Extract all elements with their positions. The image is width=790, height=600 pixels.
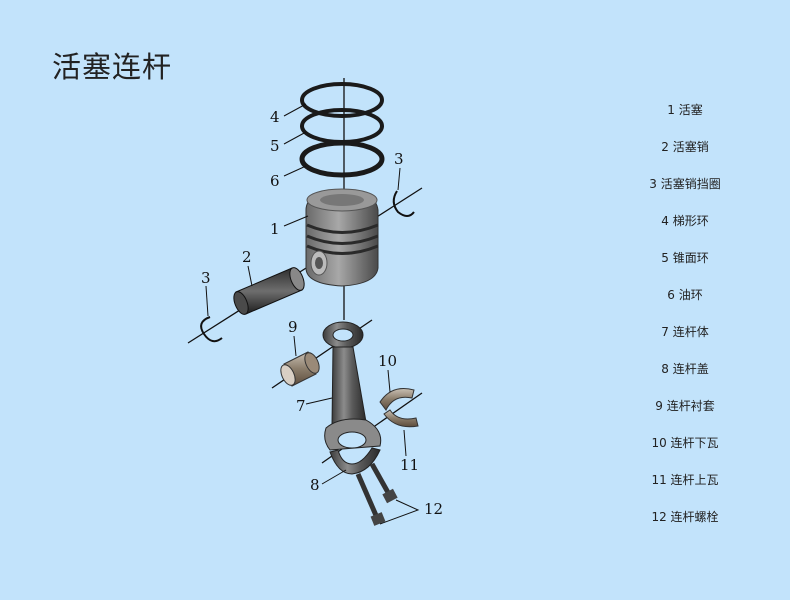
legend-item-oil-ring: 6 油环 [667, 288, 703, 302]
leader-2 [247, 265, 253, 287]
leader-8 [321, 469, 347, 485]
legend-item-rod-body: 7 连杆体 [661, 325, 709, 339]
callout-7: 7 [296, 397, 306, 415]
page-title: 活塞连杆 [52, 50, 173, 84]
leader-7 [305, 397, 333, 405]
rod-bearing-upper [383, 409, 419, 428]
leader-3-left [205, 285, 209, 317]
legend-item-rod-bolt: 12 连杆螺栓 [651, 510, 719, 524]
legend-item-pin-retainer: 3 活塞销挡圈 [649, 177, 721, 191]
rod-bushing [280, 351, 320, 387]
rod-bolt-left [355, 473, 386, 526]
piston-ring-trapezoid [300, 82, 384, 118]
leader-1 [283, 215, 309, 227]
callout-2: 2 [242, 248, 252, 266]
leader-10 [387, 369, 391, 393]
leader-9 [293, 335, 297, 357]
pin-retainer-left [200, 316, 223, 343]
connecting-rod-body [322, 321, 382, 451]
leader-4 [283, 103, 307, 117]
leader-5 [283, 131, 307, 145]
leader-3-right [397, 167, 401, 191]
pin-retainer-right [392, 190, 415, 217]
leader-6 [283, 165, 307, 177]
legend-item-trapezoid-ring: 4 梯形环 [661, 214, 709, 228]
callout-1: 1 [270, 220, 280, 238]
legend-item-rod-cap: 8 连杆盖 [661, 362, 709, 376]
piston-pin [233, 267, 305, 315]
callout-12: 12 [424, 500, 443, 518]
legend-item-piston: 1 活塞 [667, 103, 703, 117]
rod-bolt-right [369, 462, 398, 504]
callout-8: 8 [310, 476, 320, 494]
rod-bearing-lower [379, 388, 415, 411]
callout-10: 10 [378, 352, 397, 370]
piston-ring-oil [299, 140, 385, 178]
callout-3-left: 3 [201, 269, 211, 287]
piston [305, 188, 379, 287]
parts-legend: 1 活塞 2 活塞销 3 活塞销挡圈 4 梯形环 5 锥面环 6 油环 7 连杆… [610, 92, 760, 536]
legend-item-rod-bushing: 9 连杆衬套 [655, 399, 715, 413]
legend-item-piston-pin: 2 活塞销 [661, 140, 709, 154]
callout-4: 4 [270, 108, 280, 126]
callout-5: 5 [270, 137, 280, 155]
connecting-rod-cap [329, 447, 381, 475]
legend-item-upper-bearing: 11 连杆上瓦 [651, 473, 719, 487]
leader-lines [205, 103, 420, 525]
legend-item-taper-ring: 5 锥面环 [661, 251, 709, 265]
callout-11: 11 [400, 456, 419, 474]
callout-6: 6 [270, 172, 280, 190]
legend-item-lower-bearing: 10 连杆下瓦 [651, 436, 719, 450]
callout-3-right: 3 [394, 150, 404, 168]
pin-axis-line-right [371, 187, 423, 221]
leader-12 [379, 499, 420, 525]
leader-11 [403, 429, 407, 457]
callout-9: 9 [288, 318, 298, 336]
